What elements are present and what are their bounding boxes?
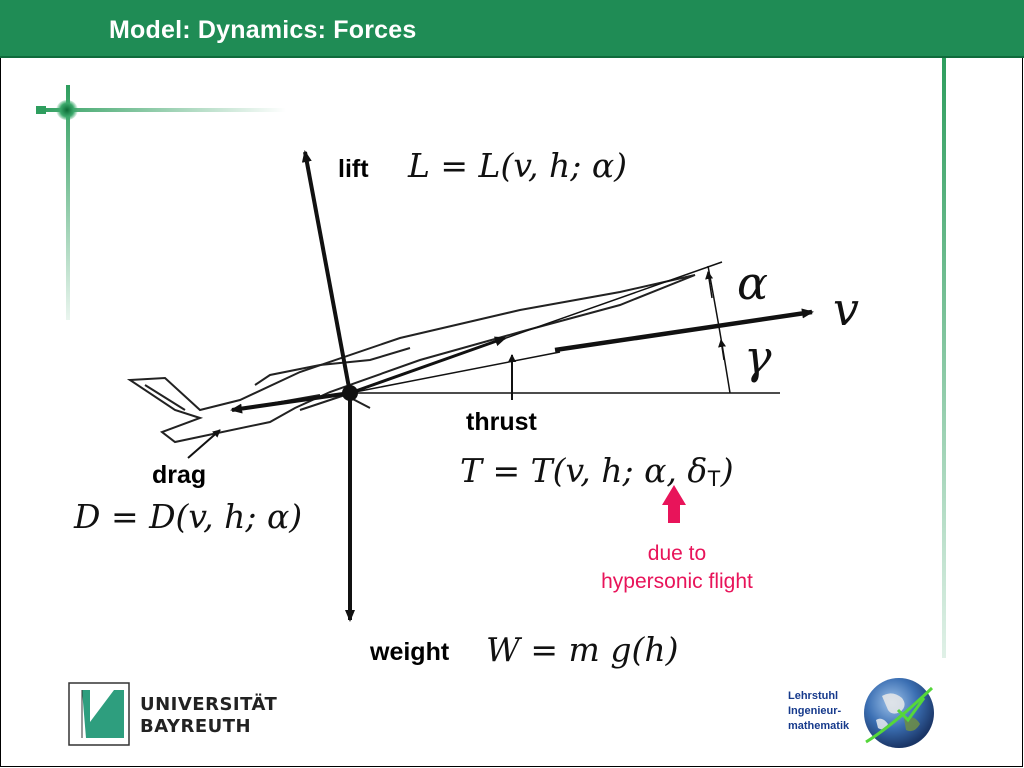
velocity-symbol: v <box>833 282 859 336</box>
aircraft-outline <box>126 274 696 444</box>
decoration-vertical-line <box>66 85 70 320</box>
hypersonic-note: due to hypersonic flight <box>572 540 782 596</box>
alpha-symbol: α <box>737 256 769 310</box>
gamma-arc-arrow <box>718 339 726 361</box>
pink-up-arrow <box>662 485 686 523</box>
note-line-1: due to <box>647 542 707 565</box>
slide-title: Model: Dynamics: Forces <box>109 16 417 44</box>
lift-arrow <box>301 150 352 394</box>
title-bar: Model: Dynamics: Forces <box>0 0 1024 58</box>
drag-label: drag <box>152 461 207 489</box>
drag-pointer <box>187 429 221 459</box>
thrust-equation-main: T = T(v, h; α, δ <box>460 451 708 490</box>
globe-logo-icon <box>864 678 934 748</box>
decoration-right-line <box>942 58 946 658</box>
decoration-horizontal-line <box>36 108 286 112</box>
decoration-dot <box>56 100 78 120</box>
lift-label: lift <box>338 155 369 183</box>
drag-equation: D = D(v, h; α) <box>74 497 303 536</box>
chair-line2: Ingenieur- <box>788 705 842 717</box>
velocity-line <box>349 351 561 394</box>
university-name-line2: BAYREUTH <box>140 716 252 737</box>
decoration-small-bar <box>36 106 46 114</box>
university-logo-icon <box>68 682 130 746</box>
note-line-2: hypersonic flight <box>601 570 753 593</box>
thrust-label: thrust <box>466 408 537 436</box>
university-name-line1: UNIVERSITÄT <box>140 694 278 715</box>
drag-arrow <box>230 391 351 414</box>
lift-equation: L = L(v, h; α) <box>408 146 628 185</box>
gamma-symbol: γ <box>744 330 772 384</box>
thrust-equation-close: ) <box>720 451 734 490</box>
thrust-equation-subscript: T <box>707 466 721 491</box>
weight-equation: W = m g(h) <box>486 630 679 669</box>
slide-frame <box>0 58 1023 767</box>
weight-label: weight <box>370 638 450 666</box>
center-of-mass <box>342 385 358 401</box>
chair-line3: mathematik <box>788 720 850 732</box>
chair-line1: Lehrstuhl <box>788 690 839 702</box>
velocity-arrow <box>554 308 814 353</box>
alpha-arc-arrow <box>705 271 714 299</box>
thrust-arrow <box>349 336 507 395</box>
thrust-equation: T = T(v, h; α, δT) <box>460 451 734 492</box>
angle-arc <box>707 265 731 394</box>
